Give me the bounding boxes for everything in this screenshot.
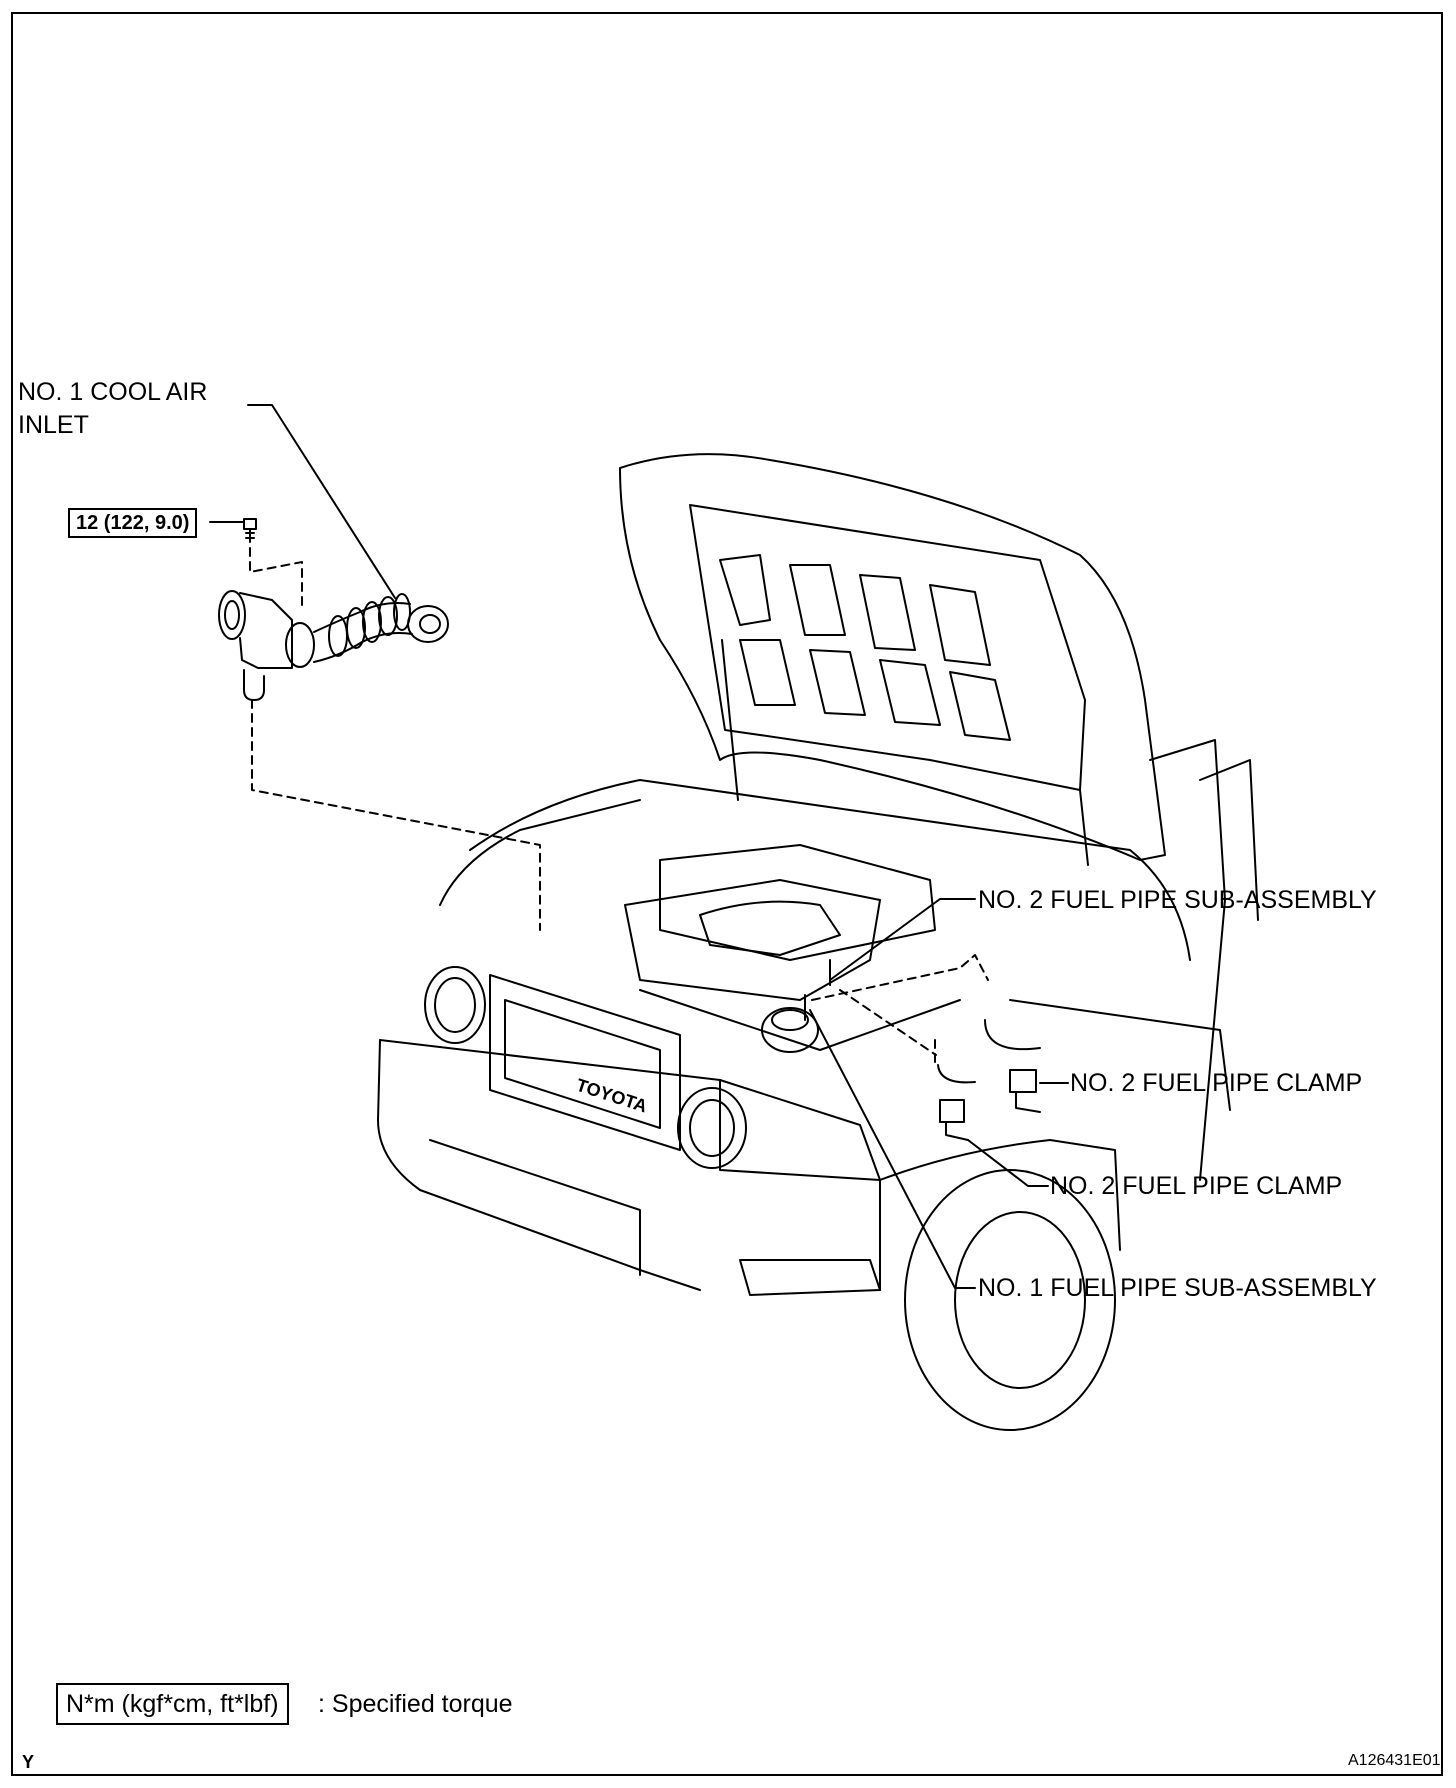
figure-id: A126431E01 (1348, 1752, 1441, 1769)
grille-badge: TOYOTA (574, 1075, 650, 1117)
leader-no2-clamp-lower (967, 1139, 1049, 1187)
bolt-icon (243, 518, 257, 543)
leader-cool-air-inlet (247, 404, 396, 599)
front-grille (424, 966, 747, 1169)
label-no1-fuel-pipe-sub-assembly: NO. 1 FUEL PIPE SUB-ASSEMBLY (978, 1274, 1377, 1302)
open-hood (619, 453, 1166, 866)
label-no1-cool-air-inlet-line1: NO. 1 COOL AIR (18, 378, 208, 406)
engine-assembly (624, 844, 961, 1053)
leader-no2-fuel-pipe (829, 898, 976, 981)
torque-spec-box: 12 (122, 9.0) (68, 508, 198, 538)
leader-lines-fuel (809, 898, 1069, 1289)
leader-no1-fuel-pipe (809, 1009, 976, 1289)
vehicle-body (377, 739, 1259, 1431)
footer-code: Y (22, 1752, 35, 1772)
diagram-frame (11, 12, 1443, 1776)
label-no2-fuel-pipe-clamp-lower: NO. 2 FUEL PIPE CLAMP (1050, 1172, 1343, 1200)
legend-description: : Specified torque (318, 1690, 513, 1718)
fuel-pipe-parts (804, 959, 1041, 1141)
assembly-dashed-lines (249, 547, 989, 1066)
label-no1-cool-air-inlet-line2: INLET (18, 411, 89, 439)
label-no2-fuel-pipe-sub-assembly: NO. 2 FUEL PIPE SUB-ASSEMBLY (978, 886, 1377, 914)
legend-torque-units-box: N*m (kgf*cm, ft*lbf) (56, 1683, 289, 1725)
label-no2-fuel-pipe-clamp-upper: NO. 2 FUEL PIPE CLAMP (1070, 1069, 1363, 1097)
cool-air-inlet-part (218, 590, 449, 701)
